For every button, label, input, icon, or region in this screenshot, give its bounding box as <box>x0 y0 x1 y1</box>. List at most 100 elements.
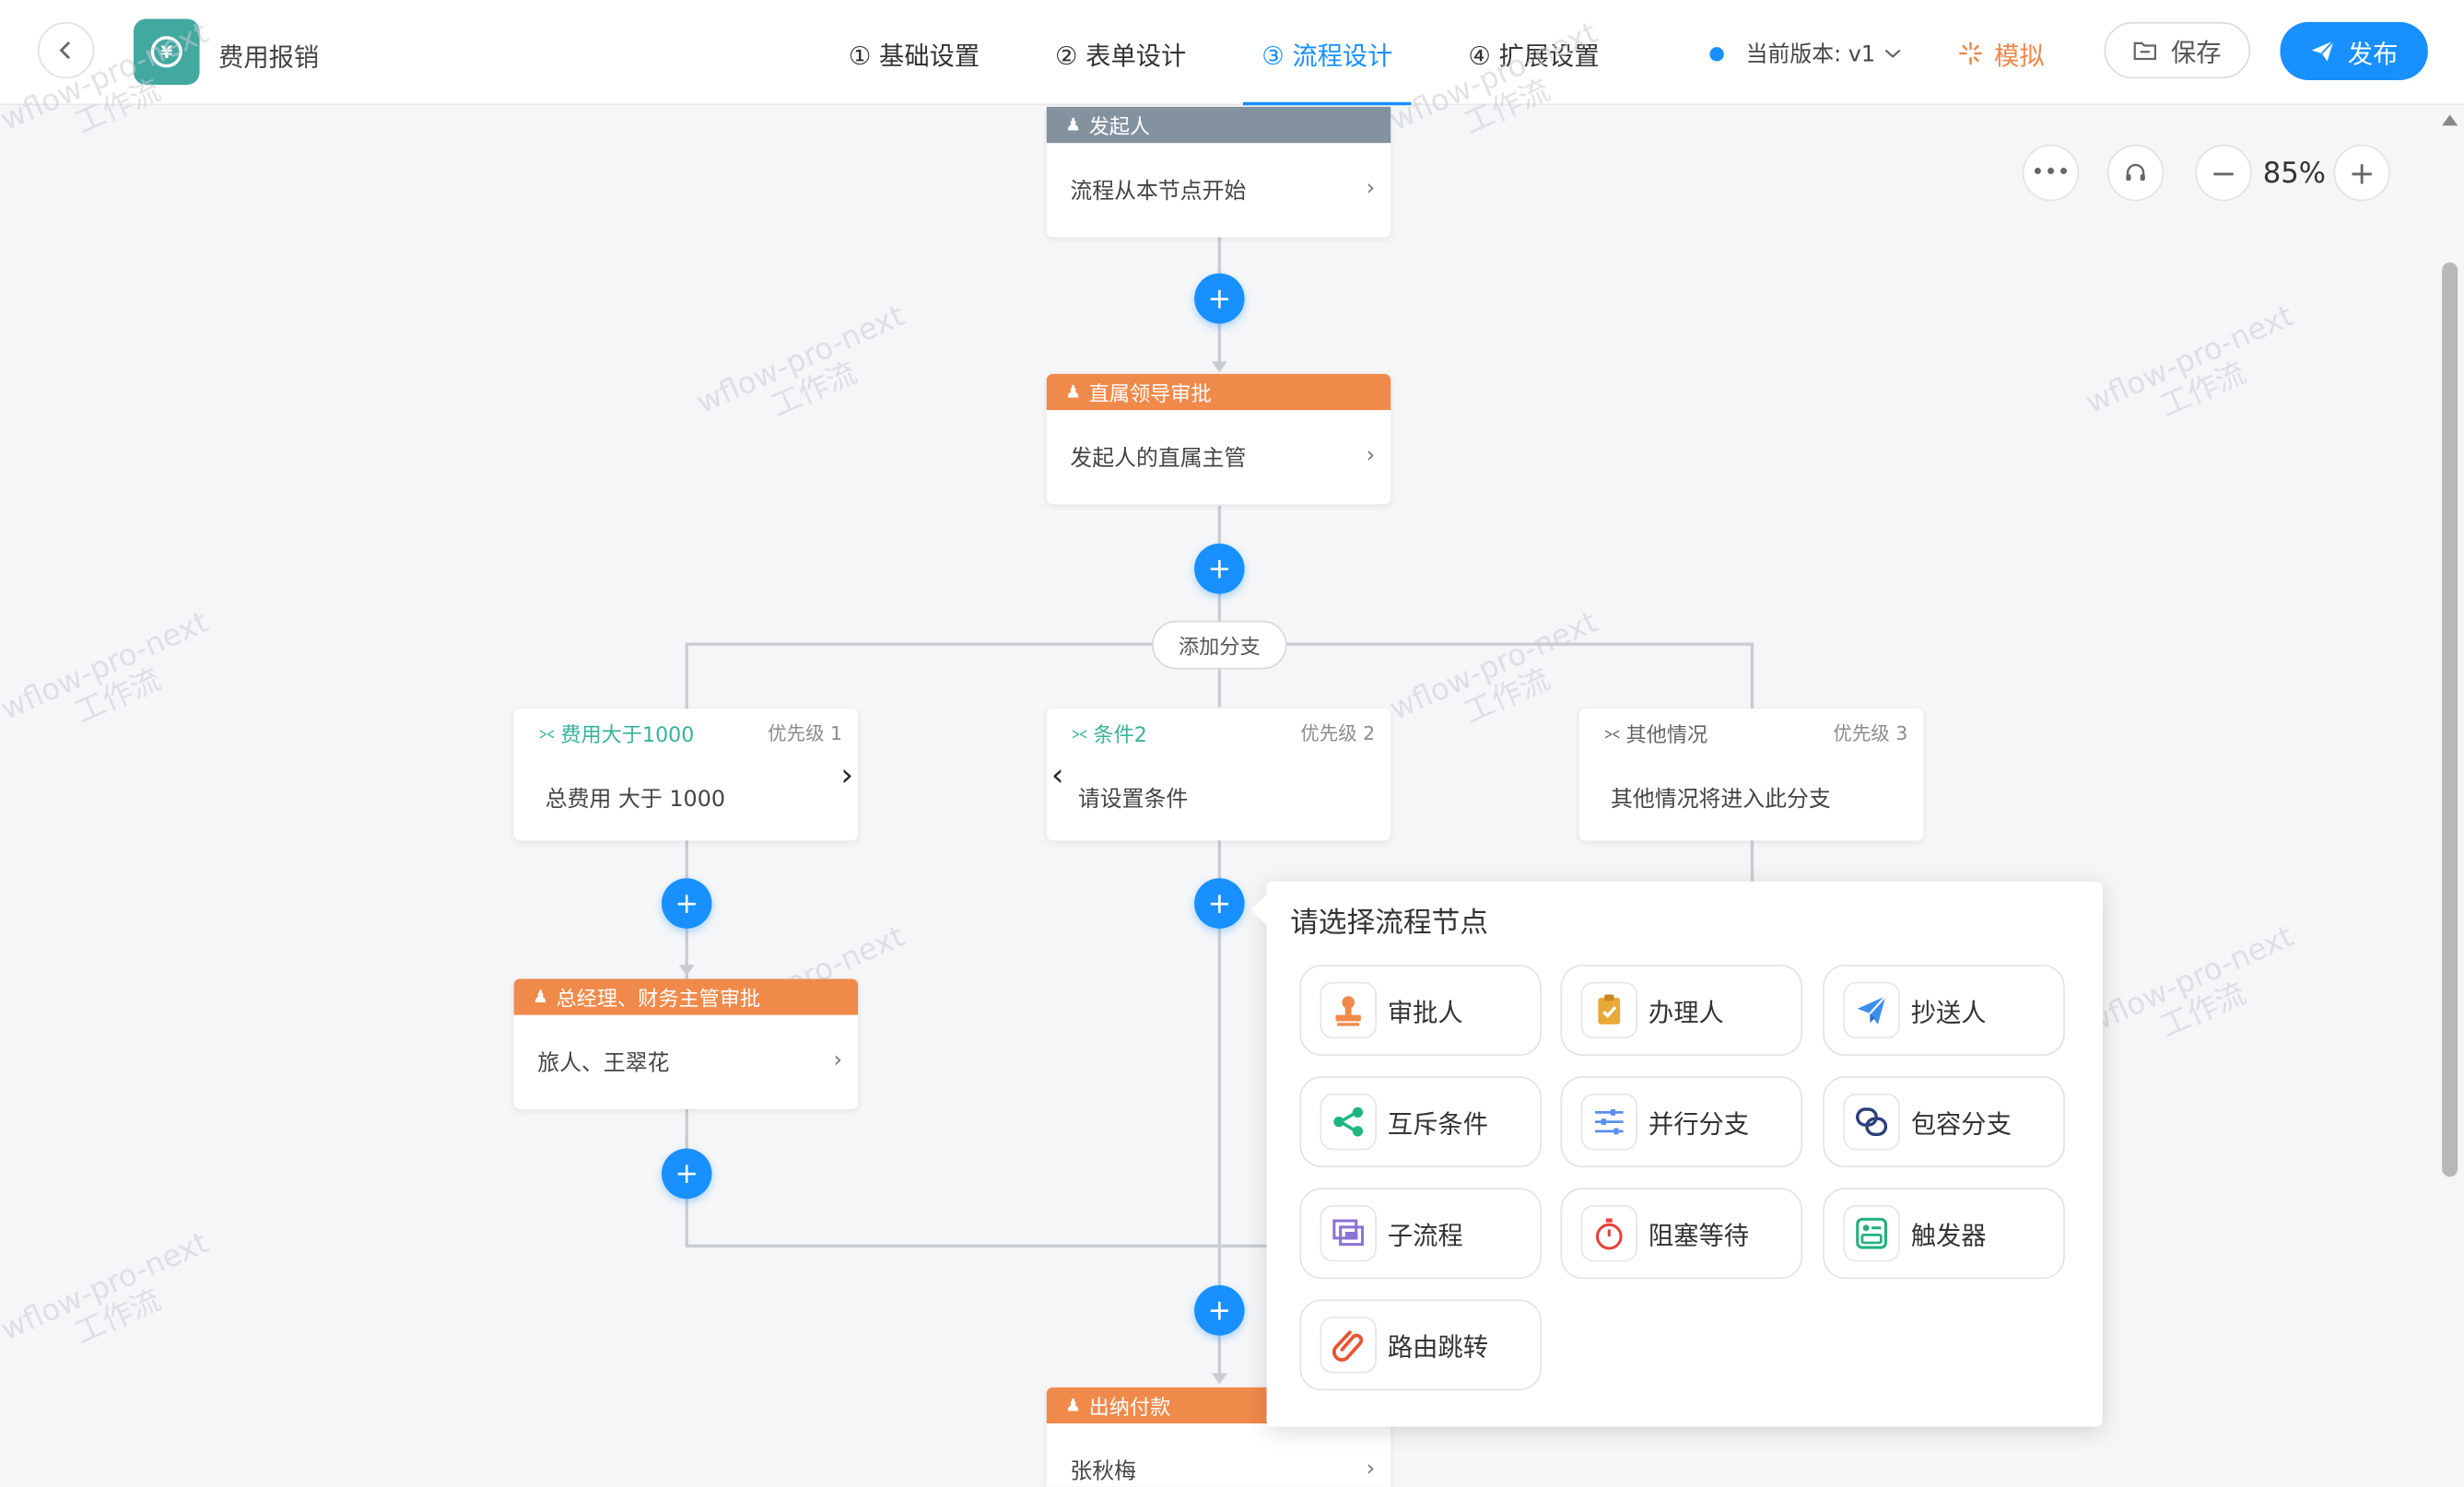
connector-line <box>1217 506 1222 708</box>
stopwatch-icon <box>1580 1205 1637 1262</box>
node-type-exclusive-condition[interactable]: 互斥条件 <box>1299 1076 1542 1168</box>
folder-icon <box>2134 41 2157 61</box>
tab-form-design[interactable]: ② 表单设计 <box>1055 40 1187 70</box>
publish-button[interactable]: 发布 <box>2280 21 2428 80</box>
node-header: ♟总经理、财务主管审批 <box>513 978 859 1015</box>
add-node-button[interactable]: + <box>1194 273 1245 324</box>
condition-priority: 优先级 1 <box>768 722 843 745</box>
add-node-button[interactable]: + <box>1194 544 1245 594</box>
sliders-icon <box>1580 1093 1637 1151</box>
branch-bottom-line <box>685 1244 1283 1248</box>
condition-title: ⪥其他情况 <box>1604 721 1708 748</box>
link-icon <box>1843 1093 1900 1151</box>
add-node-button[interactable]: + <box>661 1148 712 1200</box>
connector-line <box>1217 838 1222 1382</box>
chevron-right-icon: › <box>833 1048 843 1073</box>
zoom-level: 85% <box>2262 157 2326 191</box>
user-icon: ♟ <box>1065 1395 1082 1416</box>
node-header: ♟直属领导审批 <box>1046 373 1391 411</box>
node-body: 旅人、王翠花 › <box>537 1048 843 1077</box>
condition-desc: 其他情况将进入此分支 <box>1610 787 1831 813</box>
more-button[interactable]: ••• <box>2022 144 2080 202</box>
node-body: 发起人的直属主管 › <box>1070 442 1376 472</box>
condition-node-3[interactable]: ⪥其他情况 优先级 3 其他情况将进入此分支 <box>1578 708 1924 841</box>
simulate-button[interactable]: 模拟 <box>1958 35 2045 73</box>
version-label: 当前版本: v1 <box>1745 42 1876 68</box>
scrollbar-thumb[interactable] <box>2442 262 2458 1177</box>
save-button[interactable]: 保存 <box>2104 21 2251 79</box>
trigger-icon <box>1843 1205 1900 1262</box>
node-gm-finance-approval[interactable]: ♟总经理、财务主管审批 旅人、王翠花 › <box>513 978 859 1109</box>
share-icon: ⪥ <box>538 721 555 743</box>
add-node-button[interactable]: + <box>661 878 712 929</box>
version-status-dot <box>1709 46 1724 61</box>
tab-process-design[interactable]: ③ 流程设计 <box>1242 0 1412 106</box>
node-direct-leader-approval[interactable]: ♟直属领导审批 发起人的直属主管 › <box>1046 373 1391 505</box>
node-type-trigger[interactable]: 触发器 <box>1823 1188 2065 1280</box>
vertical-scrollbar[interactable] <box>2439 110 2464 1486</box>
condition-title: ⪥条件2 <box>1072 721 1147 748</box>
scroll-up-arrow[interactable] <box>2442 114 2458 126</box>
zoom-in-button[interactable]: + <box>2333 144 2390 202</box>
node-header: ♟发起人 <box>1046 106 1391 144</box>
app-title: 费用报销 <box>218 42 320 73</box>
version-select[interactable]: 当前版本: v1 <box>1709 38 1902 69</box>
node-type-subprocess[interactable]: 子流程 <box>1299 1188 1542 1280</box>
sparkle-icon <box>1959 41 1982 65</box>
share-icon: ⪥ <box>1072 721 1087 743</box>
user-icon: ♟ <box>1065 381 1082 403</box>
headset-icon <box>2126 163 2145 181</box>
condition-desc: 请设置条件 <box>1077 787 1189 813</box>
node-type-parallel-branch[interactable]: 并行分支 <box>1560 1076 1803 1168</box>
back-button[interactable] <box>37 21 95 79</box>
user-icon: ♟ <box>1065 114 1082 135</box>
chevron-left-icon <box>59 41 71 60</box>
support-button[interactable] <box>2106 144 2165 202</box>
clipboard-icon <box>1580 981 1637 1039</box>
node-body: 张秋梅 › <box>1070 1456 1376 1485</box>
add-node-button[interactable]: + <box>1194 878 1245 929</box>
user-icon: ♟ <box>533 986 548 1008</box>
condition-title: ⪥费用大于1000 <box>538 721 695 748</box>
node-type-route-jump[interactable]: 路由跳转 <box>1299 1299 1542 1391</box>
tab-extended-settings[interactable]: ④ 扩展设置 <box>1468 40 1600 70</box>
condition-desc: 总费用 大于 1000 <box>545 787 726 813</box>
chevron-right-icon: › <box>1366 442 1376 469</box>
connector-arrow <box>678 965 695 977</box>
send-icon <box>2311 40 2335 62</box>
connector-line <box>1750 642 1754 709</box>
node-type-cc[interactable]: 抄送人 <box>1823 965 2065 1057</box>
node-type-approver[interactable]: 审批人 <box>1299 965 1542 1057</box>
save-label: 保存 <box>2170 37 2222 68</box>
top-header: ¥ 费用报销 ① 基础设置 ② 表单设计 ③ 流程设计 ④ 扩展设置 当前版本:… <box>0 0 2464 106</box>
add-branch-button[interactable]: 添加分支 <box>1152 620 1287 670</box>
yen-icon: ¥ <box>150 36 182 68</box>
move-left-icon[interactable]: ‹ <box>1050 755 1064 794</box>
more-icon: ••• <box>2031 159 2071 186</box>
zoom-out-button[interactable]: − <box>2195 144 2252 202</box>
chevron-right-icon: › <box>1366 1456 1376 1482</box>
node-type-handler[interactable]: 办理人 <box>1560 965 1803 1057</box>
connector-line <box>685 642 688 709</box>
share-icon: ⪥ <box>1604 721 1620 743</box>
chevron-right-icon: › <box>1366 176 1376 202</box>
condition-node-1[interactable]: ⪥费用大于1000 优先级 1 总费用 大于 1000 › <box>513 708 859 841</box>
node-type-blocking-wait[interactable]: 阻塞等待 <box>1560 1188 1803 1280</box>
add-node-button[interactable]: + <box>1194 1284 1245 1336</box>
simulate-label: 模拟 <box>1994 41 2045 71</box>
condition-node-2[interactable]: ⪥条件2 优先级 2 请设置条件 ‹ <box>1046 708 1391 841</box>
node-initiator[interactable]: ♟发起人 流程从本节点开始 › <box>1046 106 1391 238</box>
connector-arrow <box>1211 1373 1227 1385</box>
stamp-icon <box>1320 981 1377 1039</box>
node-type-inclusive-branch[interactable]: 包容分支 <box>1823 1076 2065 1168</box>
connector-arrow <box>1211 361 1227 373</box>
subprocess-icon <box>1320 1205 1377 1262</box>
tab-basic-settings[interactable]: ① 基础设置 <box>848 40 980 70</box>
paper-plane-icon <box>1843 981 1900 1039</box>
move-right-icon[interactable]: › <box>840 755 854 794</box>
